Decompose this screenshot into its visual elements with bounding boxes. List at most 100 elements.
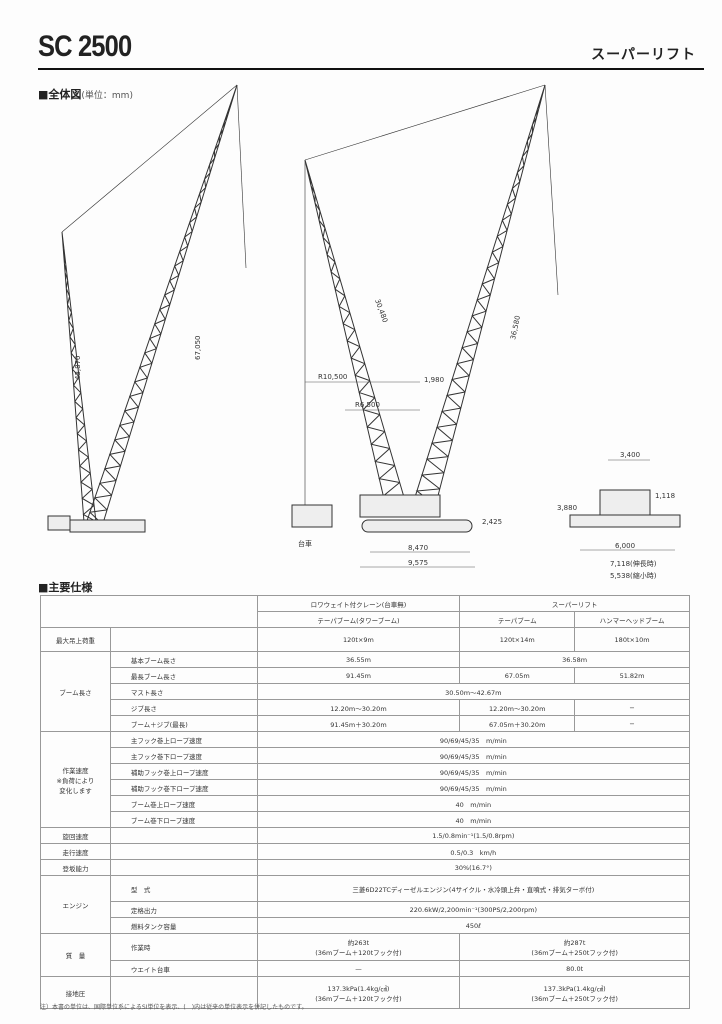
crane-drawings: 43,870 67,050 R10,500 R6,500 30,480 1,98… (47, 84, 681, 580)
row-label: 走行速度 (40, 843, 111, 860)
cell: 30%(16.7°) (256, 859, 691, 876)
cell-line: (36mブーム＋250tフック付) (531, 994, 618, 1003)
specs-heading: ■主要仕様 (38, 581, 93, 594)
cell: — (256, 960, 461, 977)
cell: 40 m/min (256, 811, 691, 828)
cell: 30.50m〜42.67m (256, 683, 691, 700)
cell-line: (36mブーム＋120tフック付) (315, 994, 402, 1003)
row-label: 主フック巻下ロープ速度 (109, 747, 258, 764)
col-header: スーパーリフト (459, 595, 690, 612)
row-label: ウエイト台車 (109, 960, 258, 977)
cell: 120t×9m (256, 627, 461, 652)
overview-unit: (単位：mm) (81, 91, 133, 101)
cell: 90/69/45/35 m/min (256, 779, 691, 796)
spec-table: ロワウェイト付クレーン(台車無)スーパーリフト テーパブーム(タワーブーム)テー… (40, 595, 691, 1009)
rigging-lines (61, 84, 559, 505)
dim-label: 43,870 (74, 356, 82, 381)
row-label: ブーム巻上ロープ速度 (109, 795, 258, 812)
dim-label: 30,480 (373, 298, 389, 324)
row-label: 燃料タンク容量 (109, 917, 258, 934)
main-boom-center (413, 84, 546, 506)
row-label: 型 式 (109, 875, 258, 902)
cell: − (574, 715, 690, 732)
cell-line: (36mブーム＋250tフック付) (531, 949, 618, 957)
row-label: ブーム長さ (40, 651, 111, 732)
cell: 180t×10m (574, 627, 690, 652)
dim-label: R6,500 (355, 401, 380, 409)
cell: 40 m/min (256, 795, 691, 812)
cell: 90/69/45/35 m/min (256, 731, 691, 748)
cell: 450ℓ (256, 917, 691, 934)
mast-center (304, 159, 406, 505)
model-subtitle: スーパーリフト (591, 47, 696, 63)
cell: 91.45m＋30.20m (256, 715, 461, 732)
cell-line: 約287t (563, 939, 586, 947)
cell-line: 137.3kPa(1.4kg/㎠) (543, 984, 606, 993)
row-label: 登坂能力 (40, 859, 111, 876)
row-label: ブーム巻下ロープ速度 (109, 811, 258, 828)
overview-heading-text: ■全体図 (38, 88, 82, 101)
cell: 36.58m (459, 651, 690, 668)
col-subheader: テーパブーム(タワーブーム) (256, 611, 461, 628)
cell: 91.45m (256, 667, 461, 684)
dim-label: 5,538(縮小時) (610, 571, 657, 580)
speed-note: 変化します (59, 786, 92, 795)
row-label: 作業時 (109, 933, 258, 961)
cell: 三菱6D22TCディーゼルエンジン(4サイクル・水冷頭上弁・直噴式・排気ターボ付… (256, 875, 691, 902)
speed-label: 作業速度 (62, 766, 89, 775)
cell: 36.55m (256, 651, 461, 668)
row-label: 補助フック巻上ロープ速度 (109, 763, 258, 780)
row-label: ブーム＋ジブ(最長) (109, 715, 258, 732)
row-label: 作業速度※負荷により変化します (40, 731, 111, 828)
dim-label: 3,880 (557, 504, 577, 512)
row-label: 主フック巻上ロープ速度 (109, 731, 258, 748)
row-label: 定格出力 (109, 901, 258, 918)
dim-label: 3,400 (620, 451, 640, 459)
row-label: 旋回速度 (40, 827, 111, 844)
cell-line: 137.3kPa(1.4kg/㎠) (327, 984, 390, 993)
dim-label: 6,000 (615, 542, 635, 550)
cell: 12.20m〜30.20m (459, 699, 576, 716)
dimension-lines (305, 381, 675, 568)
cell: 0.5/0.3 km/h (256, 843, 691, 860)
crane-bases (47, 489, 681, 533)
cell: 80.0t (459, 960, 690, 977)
row-label: 補助フック巻下ロープ速度 (109, 779, 258, 796)
cell: 51.82m (574, 667, 690, 684)
dim-label: 67,050 (194, 336, 202, 361)
cell: 約287t (36mブーム＋250tフック付) (459, 933, 690, 961)
cell-line: 約263t (347, 939, 370, 947)
overview-heading: ■全体図(単位：mm) (38, 86, 133, 102)
row-label: 最長ブーム長さ (109, 667, 258, 684)
footnote: 注）本書の単位は、国際単位系によるSI単位を表示、( )内は従来の単位表示を併記… (40, 1004, 308, 1011)
cell: 90/69/45/35 m/min (256, 747, 691, 764)
cell: 12.20m〜30.20m (256, 699, 461, 716)
row-label: エンジン (40, 875, 111, 934)
cell: 約263t (36mブーム＋120tフック付) (256, 933, 461, 961)
cell: 137.3kPa(1.4kg/㎠)(36mブーム＋120tフック付) (256, 976, 461, 1009)
cell: 67.05m (459, 667, 576, 684)
model-title: SC 2500 (38, 30, 132, 63)
dim-label: 台車 (298, 539, 312, 548)
dim-label: 36,580 (509, 315, 522, 341)
row-label: 最大吊上荷重 (40, 627, 111, 652)
cell: − (574, 699, 690, 716)
cell: 67.05m＋30.20m (459, 715, 576, 732)
col-header: ロワウェイト付クレーン(台車無) (256, 595, 461, 612)
row-label: ジブ長さ (109, 699, 258, 716)
cell: 120t×14m (459, 627, 576, 652)
col-subheader: ハンマーヘッドブーム (574, 611, 690, 628)
speed-note: ※負荷により (56, 776, 95, 785)
dim-label: 1,980 (424, 376, 444, 384)
dim-label: 2,425 (482, 518, 502, 526)
main-boom-left (86, 84, 238, 525)
row-label: 質 量 (40, 933, 111, 977)
cell: 90/69/45/35 m/min (256, 763, 691, 780)
cell-line: (36mブーム＋120tフック付) (315, 949, 402, 957)
dim-label: R10,500 (318, 373, 347, 381)
cell: 137.3kPa(1.4kg/㎠)(36mブーム＋250tフック付) (459, 976, 690, 1009)
row-label: 基本ブーム長さ (109, 651, 258, 668)
cell: 220.6kW/2,200min⁻¹(300PS/2,200rpm) (256, 901, 691, 918)
col-subheader: テーパブーム (459, 611, 576, 628)
